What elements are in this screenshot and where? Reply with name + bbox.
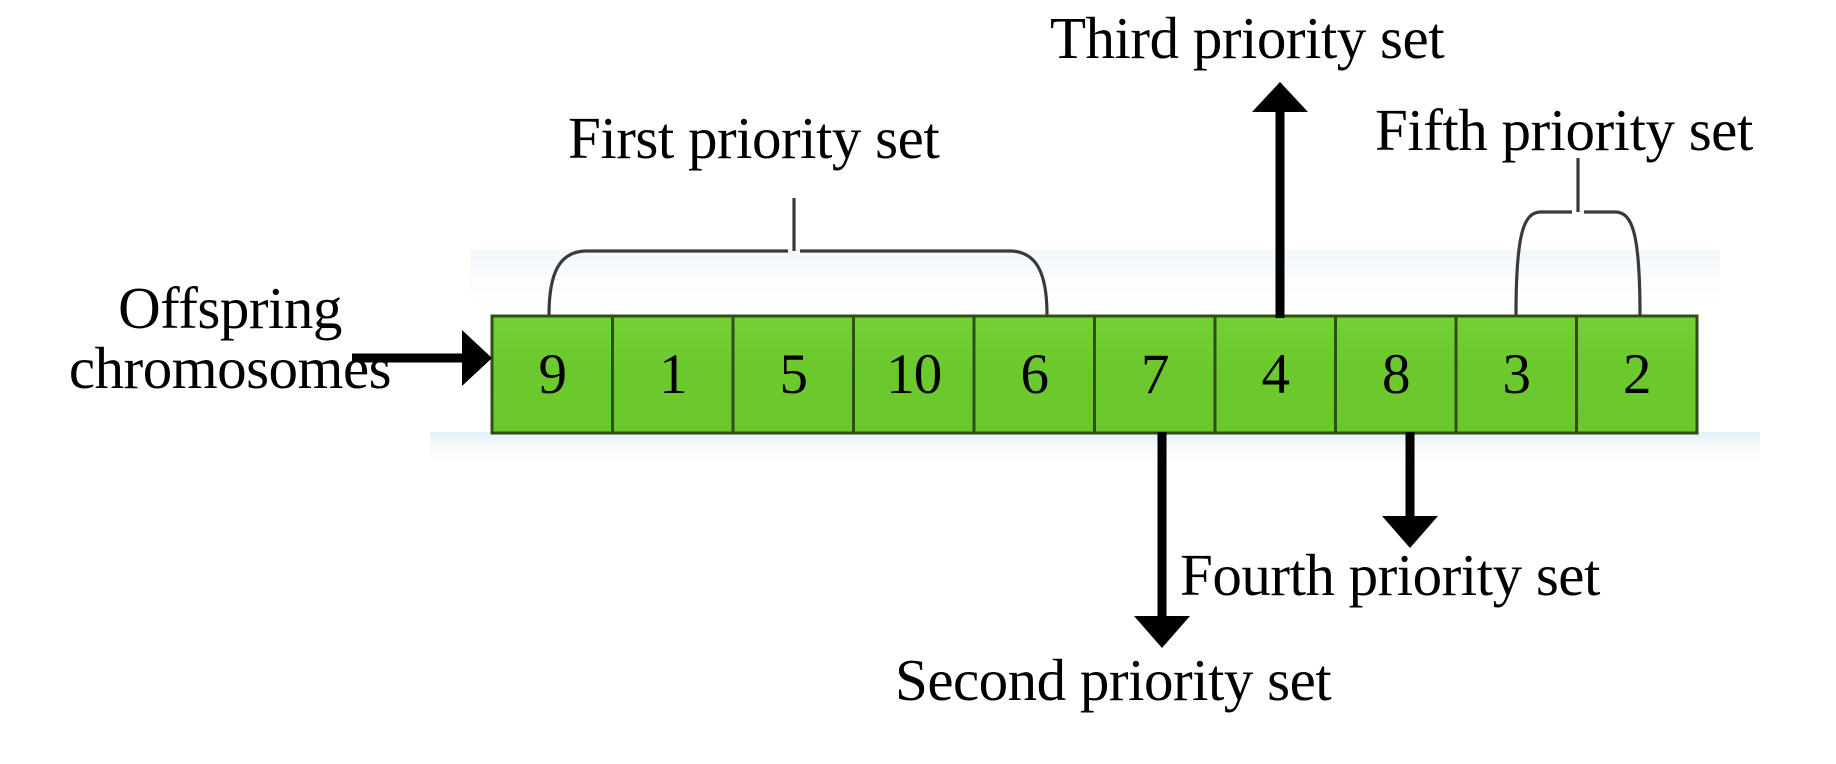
gene-value-2: 5 (779, 343, 808, 406)
gene-value-9: 2 (1623, 343, 1651, 406)
chromosome-cells (490, 314, 1699, 435)
second-priority-arrow (1134, 432, 1190, 648)
gene-cell-8[interactable] (1454, 314, 1578, 435)
gene-cell-0[interactable] (490, 314, 614, 435)
gene-value-0: 9 (538, 343, 567, 406)
third-priority-arrow (1252, 82, 1308, 318)
gene-cell-9[interactable] (1575, 314, 1699, 435)
fourth-priority-arrow (1382, 432, 1438, 548)
gene-cell-5[interactable] (1093, 314, 1217, 435)
second-priority-set-label: Second priority set (895, 647, 1332, 713)
first-priority-brace (547, 198, 1049, 316)
fourth-priority-set-label: Fourth priority set (1180, 542, 1600, 608)
gene-value-5: 7 (1141, 343, 1169, 406)
gene-value-4: 6 (1020, 343, 1049, 406)
offspring-chromosomes-line2: chromosomes (68, 335, 392, 402)
gene-value-7: 8 (1382, 343, 1410, 406)
gene-value-6: 4 (1261, 343, 1290, 406)
gene-value-8: 3 (1502, 343, 1531, 406)
gene-cell-6[interactable] (1213, 314, 1337, 435)
gene-cell-4[interactable] (972, 314, 1096, 435)
offspring-chromosomes-label: Offspring chromosomes (40, 275, 420, 402)
gene-value-3: 10 (886, 343, 942, 406)
gene-cell-7[interactable] (1334, 314, 1458, 435)
fifth-priority-brace (1514, 158, 1642, 316)
offspring-chromosomes-line1: Offspring (118, 275, 342, 341)
source-arrow (352, 330, 492, 386)
third-priority-set-label: Third priority set (1050, 5, 1445, 71)
gene-cell-3[interactable] (852, 314, 976, 435)
first-priority-set-label: First priority set (568, 105, 940, 171)
gene-value-1: 1 (659, 343, 687, 406)
strip-glow (430, 250, 1760, 466)
fifth-priority-set-label: Fifth priority set (1375, 97, 1753, 163)
